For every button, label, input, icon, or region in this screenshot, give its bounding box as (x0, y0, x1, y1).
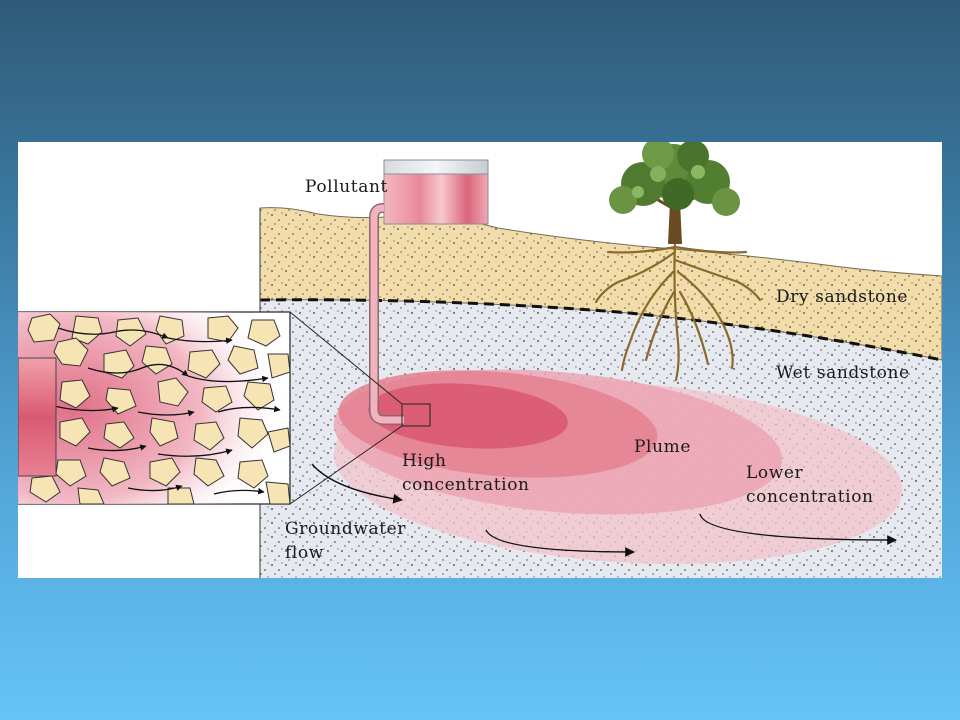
groundwater-flow-label-line1: Groundwater (285, 519, 406, 539)
dry-sandstone-label: Dry sandstone (776, 287, 908, 307)
tree (609, 142, 740, 244)
tree-foliage (609, 142, 740, 216)
pollutant-label: Pollutant (305, 177, 388, 197)
lower-concentration-label-line2: concentration (746, 487, 874, 507)
diagram-svg: Pollutant Dry sandstone Wet sandstone Pl… (18, 142, 942, 578)
pore-flow-arrows (53, 327, 281, 495)
plume-label: Plume (634, 437, 691, 457)
tree-roots (594, 240, 762, 382)
high-concentration-label-line1: High (402, 451, 447, 471)
pore-inset (18, 311, 291, 505)
groundwater-pollution-diagram: Pollutant Dry sandstone Wet sandstone Pl… (18, 142, 942, 578)
high-concentration-label-line2: concentration (402, 475, 530, 495)
zoom-box (401, 403, 431, 427)
inset-pipe-section (18, 357, 57, 477)
lower-concentration-label-line1: Lower (746, 463, 804, 483)
pollution-plume (333, 369, 903, 564)
groundwater-flow-arrows (311, 463, 897, 557)
pollutant-tank (383, 159, 489, 225)
pollutant-pipe (369, 203, 404, 425)
wet-sandstone-label: Wet sandstone (776, 363, 910, 383)
sand-grains (27, 313, 290, 504)
groundwater-flow-label-line2: flow (285, 543, 324, 563)
